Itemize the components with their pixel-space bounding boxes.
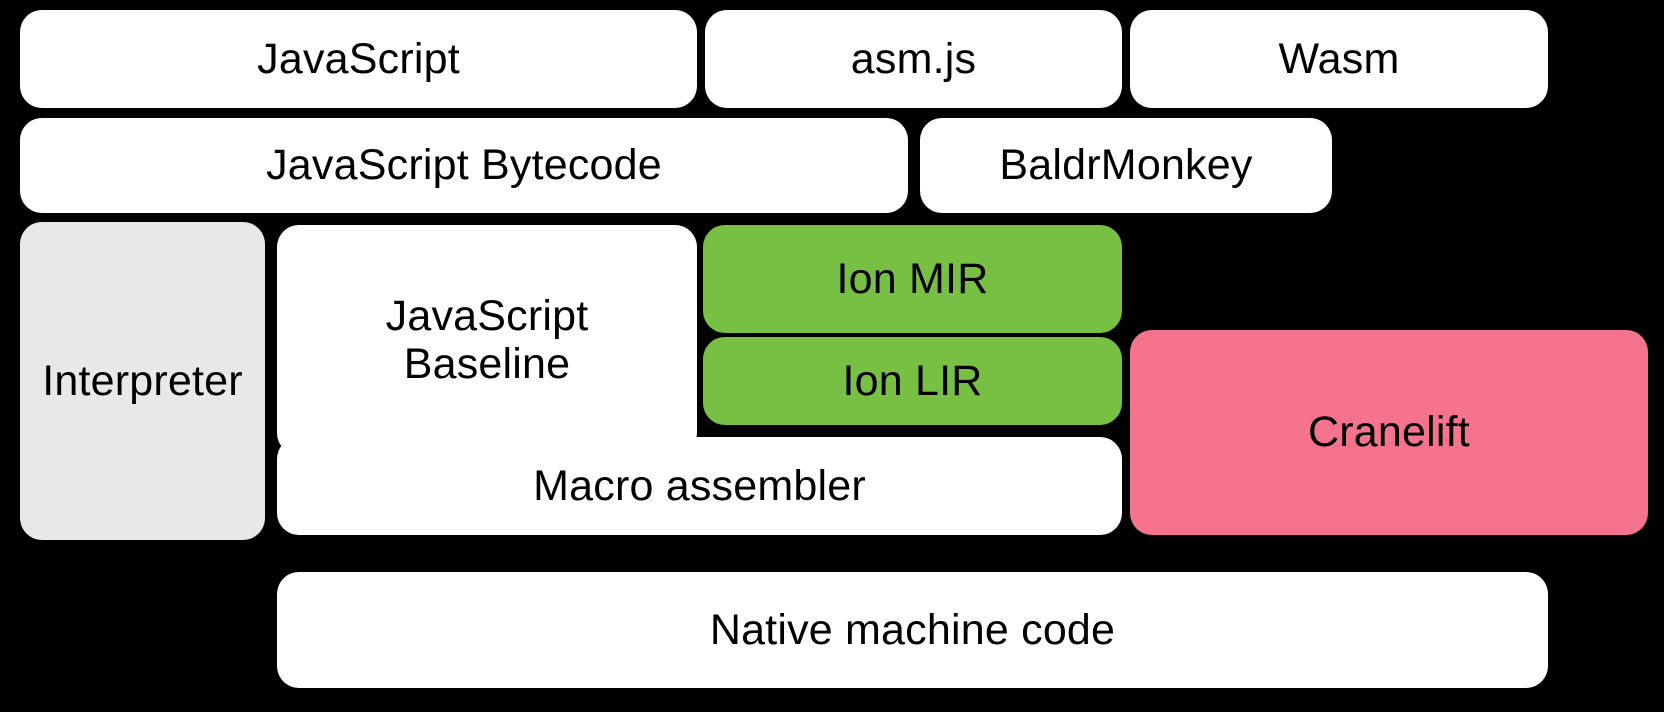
node-javascript[interactable]: JavaScript [20,10,697,108]
node-asm-js[interactable]: asm.js [705,10,1122,108]
node-native-machine-code[interactable]: Native machine code [277,572,1548,688]
node-ion-mir[interactable]: Ion MIR [703,225,1122,333]
node-ion-lir[interactable]: Ion LIR [703,337,1122,425]
node-interpreter[interactable]: Interpreter [20,222,265,540]
node-wasm[interactable]: Wasm [1130,10,1548,108]
node-macro-assembler[interactable]: Macro assembler [277,437,1122,535]
node-javascript-baseline[interactable]: JavaScript Baseline [277,225,697,455]
node-javascript-bytecode[interactable]: JavaScript Bytecode [20,118,908,213]
node-cranelift[interactable]: Cranelift [1130,330,1648,535]
node-baldrmonkey[interactable]: BaldrMonkey [920,118,1332,213]
